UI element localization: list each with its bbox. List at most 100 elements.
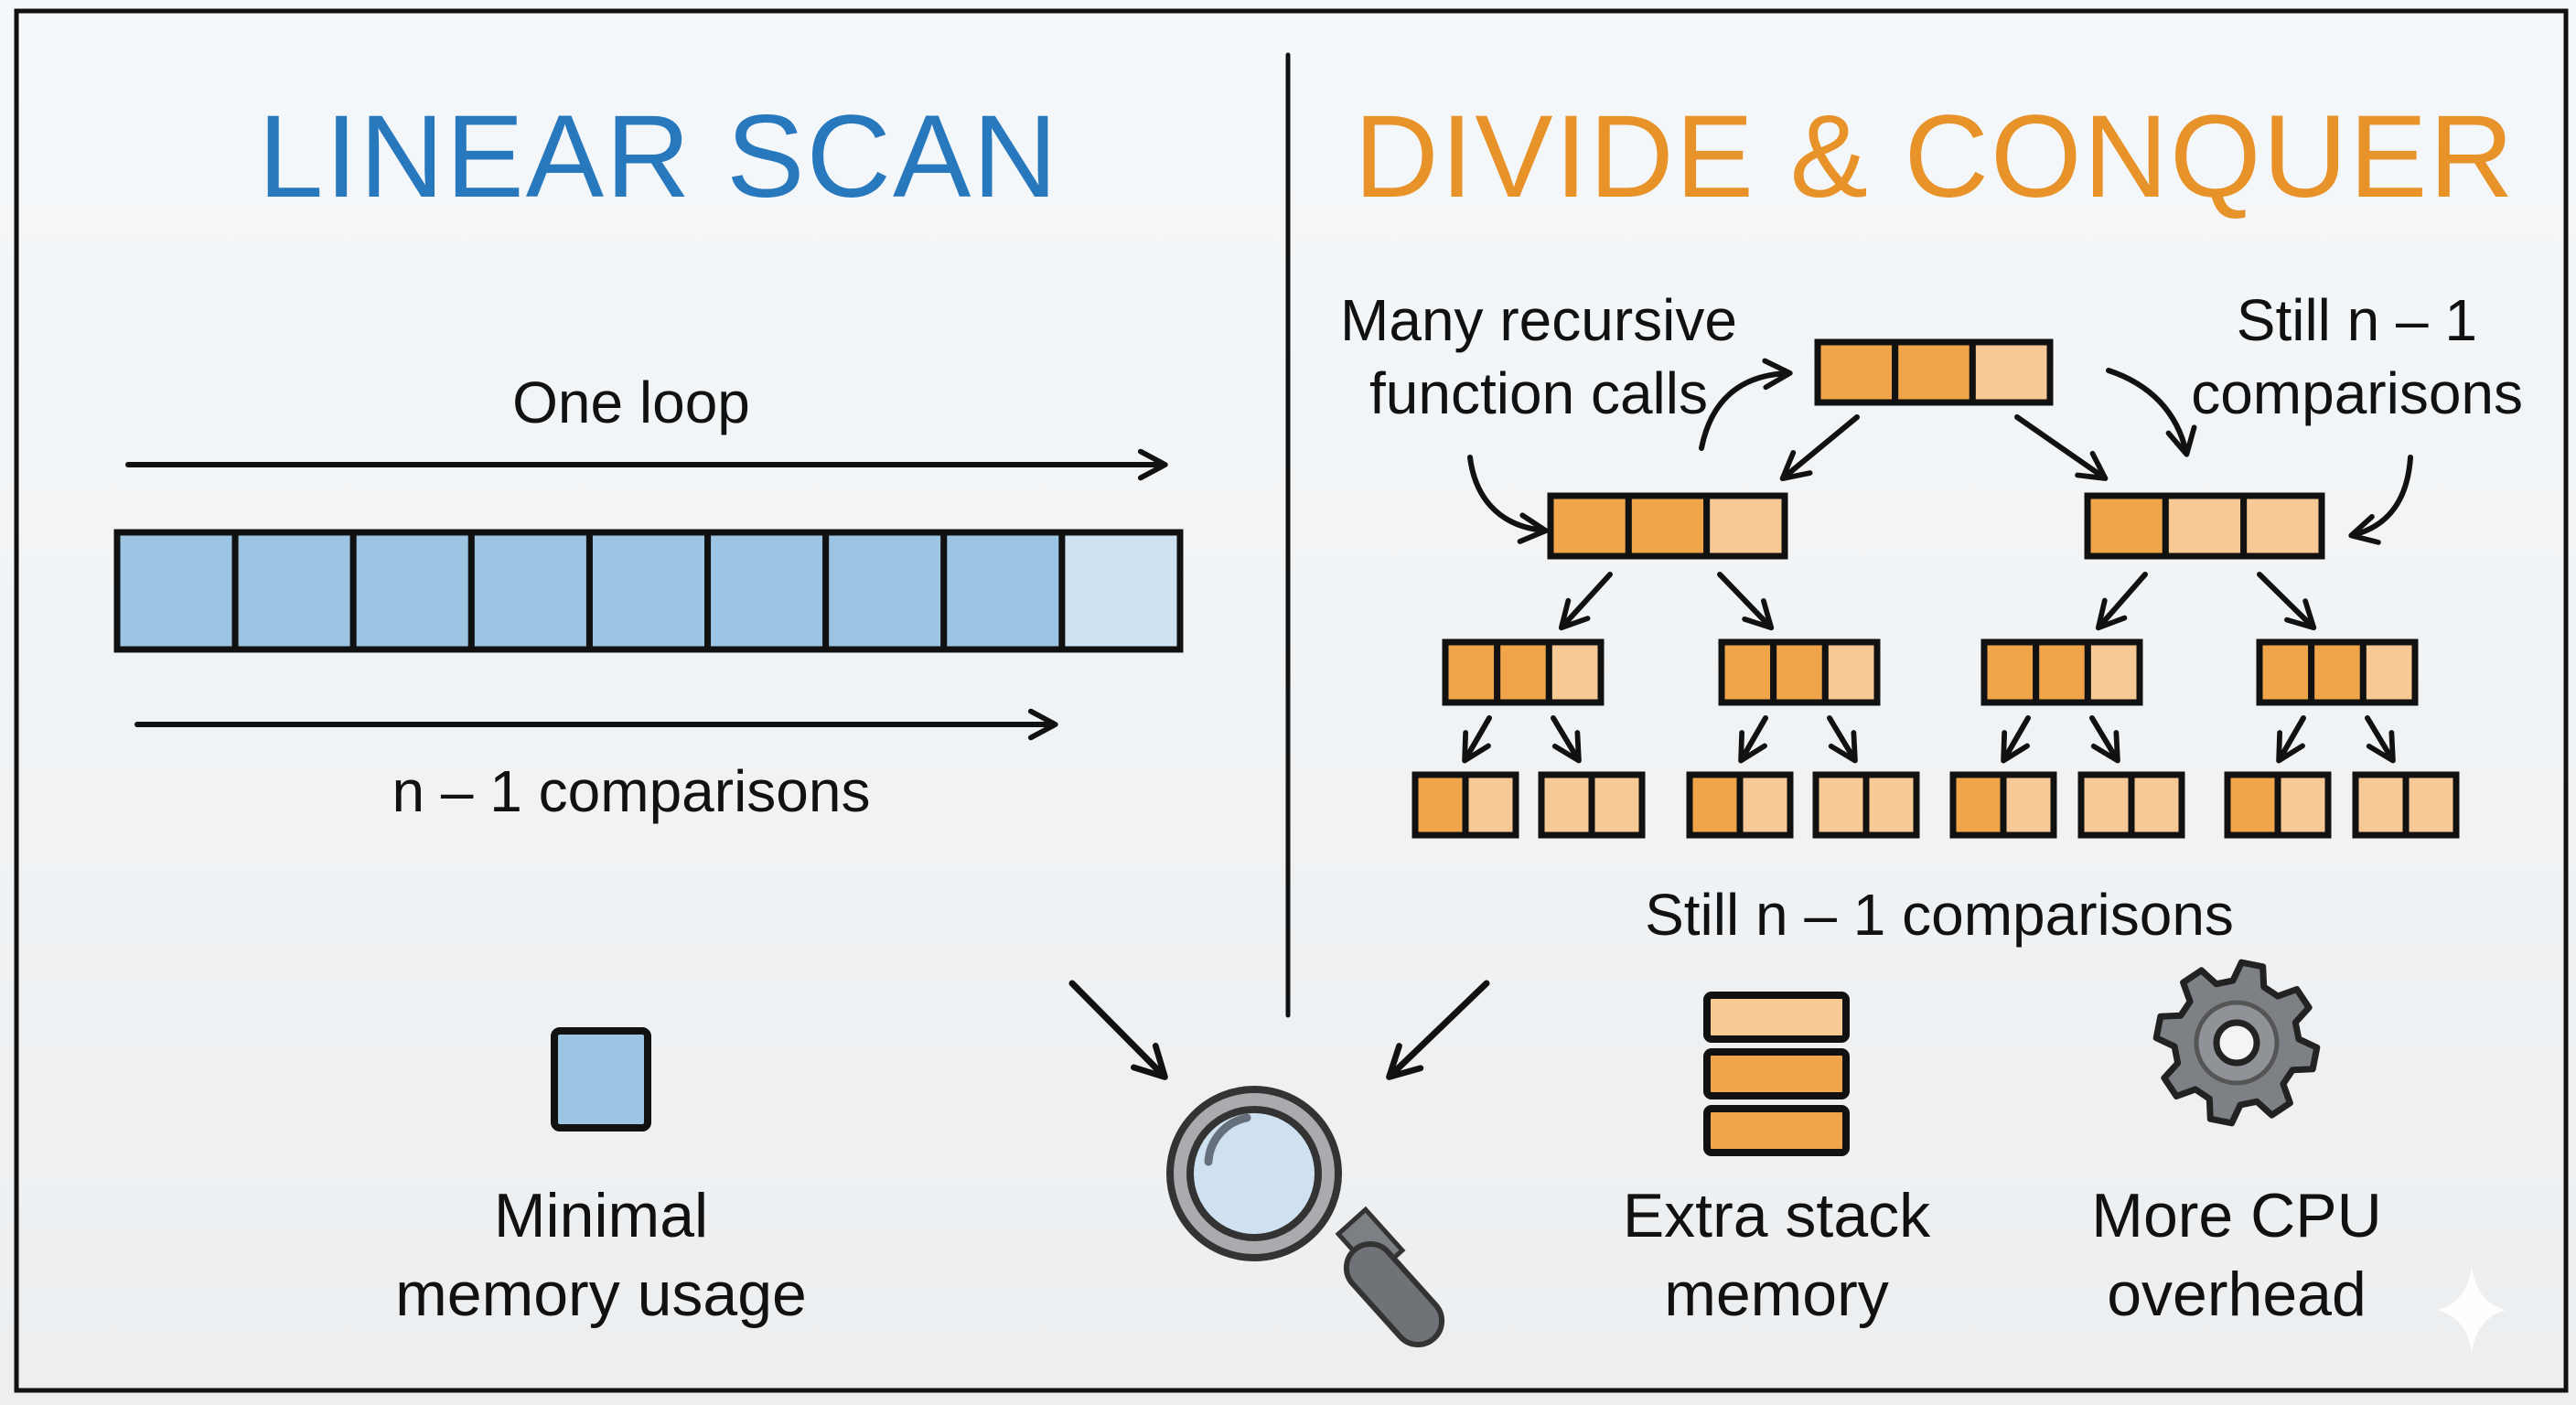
array-cell	[231, 529, 357, 653]
arrow-to-magnifier-left	[1068, 980, 1168, 1080]
outer-frame	[14, 8, 2569, 1393]
tree-arrow	[1558, 572, 1613, 631]
recursive-calls-label-1: Many recursive	[1340, 287, 1737, 353]
cpu-overhead-label: overhead	[2107, 1260, 2367, 1329]
more-cpu-label: More CPU	[2091, 1181, 2381, 1250]
tree-node	[1442, 638, 1605, 706]
array-cell	[704, 529, 830, 653]
one-loop-label: One loop	[512, 370, 750, 435]
tree-arrow	[1462, 715, 1492, 764]
curved-arrow-left-up	[1699, 358, 1793, 451]
curved-arrow-right-in	[2348, 455, 2413, 545]
curved-arrow-left-down	[1467, 455, 1549, 544]
gear-icon	[2152, 959, 2321, 1127]
tree-node-cell	[2084, 638, 2143, 706]
tree-node-cell	[1588, 771, 1646, 839]
tree-node-cell	[2359, 638, 2419, 706]
tree-node-cell	[2308, 638, 2367, 706]
tree-node-cell	[2240, 492, 2325, 560]
stack-icon	[1703, 992, 1850, 1156]
tree-node-cell	[1949, 771, 2007, 839]
minimal-label: Minimal	[494, 1181, 708, 1250]
tree-node	[1949, 771, 2057, 839]
tree-arrow	[2257, 572, 2317, 631]
tree-arrow	[1551, 715, 1582, 764]
tree-node-cell	[1538, 771, 1595, 839]
tree-node-cell	[2224, 771, 2281, 839]
tree-arrow	[2001, 715, 2031, 764]
tree-node-cell	[1812, 771, 1870, 839]
tree-arrow	[1738, 715, 1768, 764]
tree-node	[1411, 771, 1519, 839]
n-minus-1-label: n – 1 comparisons	[392, 758, 871, 824]
array-cell	[1058, 529, 1184, 653]
tree-node-cell	[1547, 492, 1632, 560]
tree-arrow	[2276, 715, 2306, 764]
recursive-calls-label-2: function calls	[1369, 360, 1708, 426]
tree-node-cell	[1736, 771, 1794, 839]
tree-node	[2077, 771, 2185, 839]
tree-node-cell	[1980, 638, 2040, 706]
tree-node	[1814, 338, 2054, 406]
stack-memory-label: memory	[1664, 1260, 1889, 1329]
tree-node-cell	[2000, 771, 2057, 839]
divide-conquer-title: DIVIDE & CONQUER	[1354, 91, 2516, 222]
linear-scan-title: LINEAR SCAN	[258, 91, 1059, 222]
tree-node-cell	[1718, 638, 1777, 706]
tree-arrow	[1827, 715, 1858, 764]
tree-node-cell	[1494, 638, 1552, 706]
curved-arrow-right-down	[2106, 368, 2197, 457]
tree-arrow	[2014, 414, 2109, 481]
memory-usage-label: memory usage	[395, 1260, 807, 1329]
tree-arrow	[2095, 572, 2148, 631]
tree-node-cell	[1462, 771, 1519, 839]
tree-node	[2352, 771, 2460, 839]
tree-node	[2256, 638, 2419, 706]
extra-stack-label: Extra stack	[1623, 1181, 1931, 1250]
tree-node-cell	[1770, 638, 1829, 706]
tree-node	[1812, 771, 1920, 839]
linear-array	[113, 529, 1184, 653]
tree-node-cell	[2033, 638, 2091, 706]
tree-node-cell	[1411, 771, 1469, 839]
tree-node-cell	[1862, 771, 1920, 839]
recursion-tree	[1411, 338, 2460, 839]
tree-arrow	[1717, 572, 1775, 631]
tree-node-cell	[2084, 492, 2169, 560]
tree-node-cell	[1814, 338, 1899, 406]
tree-arrow	[1779, 414, 1860, 482]
tree-node-cell	[2256, 638, 2315, 706]
tree-arrow	[2365, 715, 2396, 764]
array-cell	[940, 529, 1066, 653]
tree-node-cell	[1686, 771, 1744, 839]
memory-block-icon	[551, 1027, 651, 1132]
tree-node-cell	[1821, 638, 1881, 706]
tree-caption: Still n – 1 comparisons	[1645, 882, 2234, 948]
still-comparisons-label-2: comparisons	[2191, 360, 2523, 426]
tree-node	[2224, 771, 2332, 839]
array-cell	[585, 529, 712, 653]
tree-node-cell	[2352, 771, 2410, 839]
tree-node-cell	[2162, 492, 2248, 560]
sparkle-icon	[2437, 1267, 2506, 1352]
tree-node-cell	[1969, 338, 2054, 406]
array-cell	[822, 529, 948, 653]
tree-node-cell	[1442, 638, 1501, 706]
tree-node-cell	[1625, 492, 1711, 560]
array-cell	[113, 529, 239, 653]
arrow-to-magnifier-right	[1386, 980, 1490, 1080]
array-cell	[349, 529, 475, 653]
tree-node-cell	[2077, 771, 2135, 839]
tree-node	[1686, 771, 1794, 839]
tree-node-cell	[2274, 771, 2332, 839]
tree-node	[1718, 638, 1881, 706]
tree-node	[1980, 638, 2143, 706]
tree-node	[2084, 492, 2325, 560]
tree-node-cell	[1545, 638, 1605, 706]
tree-node	[1547, 492, 1788, 560]
tree-node-cell	[1703, 492, 1788, 560]
magnifier-icon	[1166, 1086, 1445, 1347]
gear-hole	[2213, 1019, 2260, 1067]
